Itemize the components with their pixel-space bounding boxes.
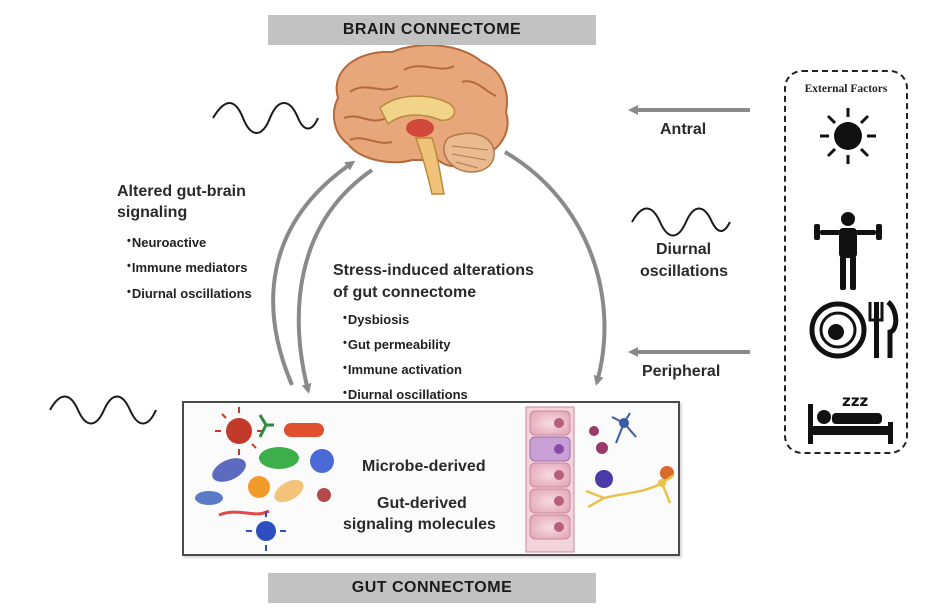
left-bullet: Immune mediators <box>127 260 248 277</box>
center-bullet: Dysbiosis <box>343 312 409 329</box>
left-bullet: Diurnal oscillations <box>127 286 252 303</box>
diurnal-label-line1: Diurnal <box>656 241 712 258</box>
wave-left-bottom <box>49 395 157 425</box>
gut-panel: Microbe-derived Gut-derived signaling mo… <box>182 401 680 556</box>
external-factors-title: External Factors <box>804 83 888 95</box>
center-block-title-line1: Stress-induced alterations <box>333 262 534 279</box>
external-factors-icons: zzz <box>808 108 899 444</box>
external-factors-box: External Factors <box>784 70 908 454</box>
gut-connectome-banner: GUT CONNECTOME <box>268 573 596 603</box>
left-bullet: Neuroactive <box>127 235 206 252</box>
gut-derived-label-line2: signaling molecules <box>343 516 496 533</box>
microbes-illustration <box>195 407 334 551</box>
center-bullet: Diurnal oscillations <box>343 387 468 404</box>
center-bullet: Gut permeability <box>343 337 451 354</box>
immune-cells-neuron-illustration <box>585 412 675 509</box>
antral-label: Antral <box>660 121 707 138</box>
meal-icon <box>809 300 899 359</box>
peripheral-label: Peripheral <box>642 363 721 380</box>
sleep-icon: zzz <box>808 392 893 444</box>
arrow-brain-to-gut-inner <box>296 168 374 394</box>
gut-panel-illustrations <box>195 406 675 553</box>
center-block-title-line2: of gut connectome <box>333 284 477 301</box>
sun-icon <box>820 108 876 164</box>
arrow-gut-to-brain-outer <box>271 160 356 386</box>
arrow-brain-to-gut-right <box>503 150 607 386</box>
center-bullet: Immune activation <box>343 362 462 379</box>
sleep-zzz-text: zzz <box>842 392 868 410</box>
left-block-title-line2: signaling <box>117 204 188 221</box>
exercise-icon <box>814 212 882 290</box>
diurnal-label-line2: oscillations <box>640 263 729 280</box>
wave-right <box>631 207 731 237</box>
brain-connectome-banner: BRAIN CONNECTOME <box>268 15 596 45</box>
brain-illustration <box>332 44 509 195</box>
wave-left-top <box>212 102 319 134</box>
microbe-derived-label: Microbe-derived <box>362 458 486 475</box>
gut-epithelium-illustration <box>525 406 575 553</box>
left-block-title-line1: Altered gut-brain <box>117 183 246 200</box>
gut-derived-label-line1: Gut-derived <box>377 495 467 512</box>
